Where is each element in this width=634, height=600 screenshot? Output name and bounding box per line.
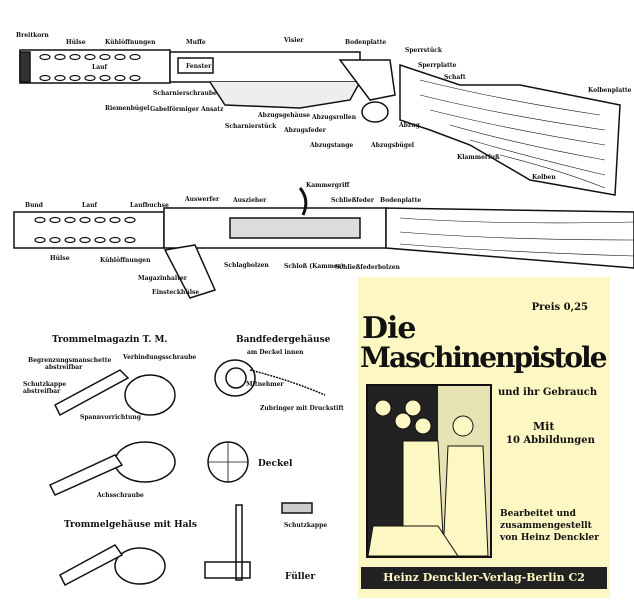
label-begrenzungsmanschette: Begrenzungsmanschette (28, 357, 112, 364)
label-verbindungsschraube: Verbindungsschraube (123, 354, 197, 361)
label-laufbuchse: Laufbuchse (130, 202, 169, 209)
section-gun-drawing (13, 187, 634, 299)
label-abzugsgehaeuse: Abzugsgehäuse (258, 112, 311, 119)
label-bund: Bund (25, 202, 43, 209)
label-auszieher: Auszieher (233, 197, 267, 204)
title-trommelmagazin: Trommelmagazin T. M. (52, 335, 168, 345)
label-schlagbolzen: Schlagbolzen (224, 262, 269, 269)
label-sperrplatte: Sperrplatte (418, 62, 457, 69)
label-schutzkappe-drum: Schutzkappe (23, 381, 67, 388)
label-huelse: Hülse (66, 39, 86, 46)
parts-drawings (48, 359, 326, 587)
cover-subtitle: und ihr Gebrauch (498, 387, 598, 398)
label-deckel: Deckel (258, 459, 293, 469)
cover-title-main: Maschinenpistole (360, 341, 608, 374)
label-kuehloeffnungen-section: Kühlöffnungen (100, 257, 151, 264)
label-mitnehmer: Mitnehmer (246, 381, 284, 388)
label-sperrstueck: Sperrstück (405, 47, 442, 54)
label-kolbenplatte: Kolbenplatte (588, 87, 632, 94)
label-bodenplatte-section: Bodenplatte (380, 197, 422, 204)
label-zubringer: Zubringer mit Druckstift (260, 405, 344, 412)
label-abstreifbar-2: abstreifbar (23, 388, 61, 395)
label-am-deckel-innen: am Deckel innen (247, 349, 304, 356)
label-schutzkappe: Schutzkappe (284, 522, 328, 529)
label-abzugsfeder: Abzugsfeder (284, 127, 326, 134)
label-kolben: Kolben (532, 174, 556, 181)
label-achsschraube: Achsschraube (97, 492, 144, 499)
title-bandfedergehaeuse: Bandfedergehäuse (236, 335, 331, 345)
label-schliessfeder: Schließfeder (331, 197, 374, 204)
soldiers-illustration (368, 386, 490, 556)
label-huelse-section: Hülse (50, 255, 70, 262)
label-abzugstange: Abzugstange (310, 142, 354, 149)
label-schaft: Schaft (444, 74, 466, 81)
top-gun-drawing (19, 49, 621, 196)
label-breitkorn: Breitkorn (16, 32, 49, 39)
label-spannvorrichtung: Spannvorrichtung (80, 414, 141, 421)
cover-illustrations-count: 10 Abbildungen (506, 435, 595, 446)
label-fueller: Füller (285, 572, 316, 582)
label-fenster: Fenster (186, 63, 212, 70)
label-lauf-section: Lauf (82, 202, 98, 209)
cover-publisher-bar: Heinz Denckler-Verlag-Berlin C2 (361, 567, 607, 589)
cover-title-die: Die (362, 311, 416, 346)
label-kuehloeffnungen: Kühlöffnungen (105, 39, 156, 46)
cover-credit-1: Bearbeitet und (500, 509, 576, 519)
cover-illustration (366, 384, 492, 558)
cover-credit-3: von Heinz Denckler (500, 533, 600, 543)
label-auswerfer: Auswerfer (185, 196, 220, 203)
label-muffe: Muffe (186, 39, 206, 46)
label-kammergriff: Kammergriff (306, 182, 350, 189)
title-trommelgehaeuse: Trommelgehäuse mit Hals (64, 520, 197, 530)
label-abzugsbuegel: Abzugsbügel (371, 142, 415, 149)
label-bodenplatte: Bodenplatte (345, 39, 387, 46)
label-scharnierstueck: Scharnierstück (225, 123, 277, 130)
label-schloss-kammer: Schloß (Kammer) (284, 263, 344, 270)
label-schliessfederbolzen: Schließfederbolzen (335, 264, 400, 271)
label-abzug: Abzug (399, 122, 420, 129)
label-magazinhalter: Magazinhalter (138, 275, 187, 282)
label-riemenbuegel: Riemenbügel (105, 105, 150, 112)
label-abstreifbar-1: abstreifbar (45, 364, 83, 371)
label-scharnierschraube: Scharnierschraube (153, 90, 217, 97)
cover-credit-2: zusammengestellt (500, 521, 592, 531)
label-gabelfoermiger-ansatz: Gabelförmiger Ansatz (150, 106, 224, 113)
book-cover: Preis 0,25 Die Maschinenpistole und ihr … (358, 277, 610, 598)
cover-price: Preis 0,25 (531, 302, 588, 313)
label-abzugsrollen: Abzugsrollen (312, 114, 357, 121)
label-klammerfuss: Klammerfuß (457, 154, 500, 161)
cover-mit: Mit (533, 420, 555, 433)
label-visier: Visier (284, 37, 304, 44)
label-lauf: Lauf (92, 64, 108, 71)
label-einsteckhuelse: Einsteckhülse (152, 289, 200, 296)
